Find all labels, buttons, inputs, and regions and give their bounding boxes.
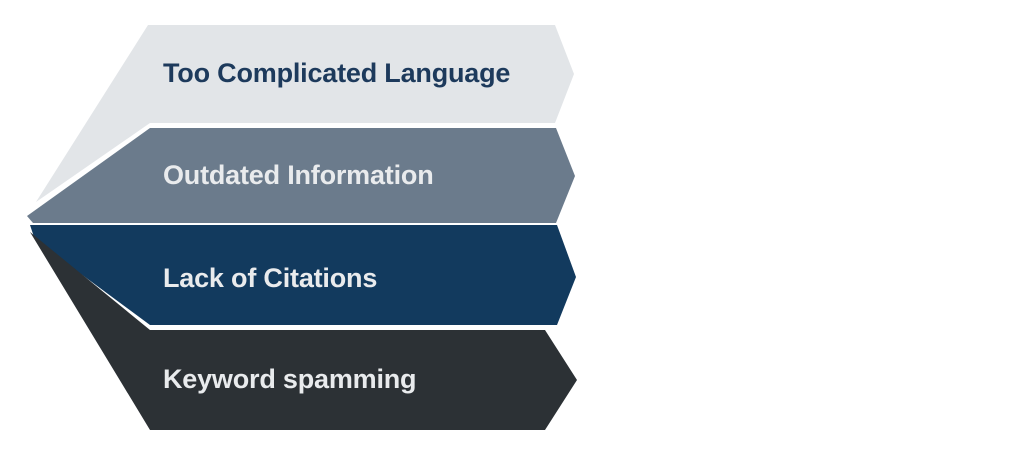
chevron-shape-3[interactable]	[30, 225, 576, 325]
chevron-shape-1[interactable]	[36, 25, 574, 202]
chevron-shape-4[interactable]	[30, 232, 577, 430]
chevron-shape-2[interactable]	[27, 128, 575, 223]
